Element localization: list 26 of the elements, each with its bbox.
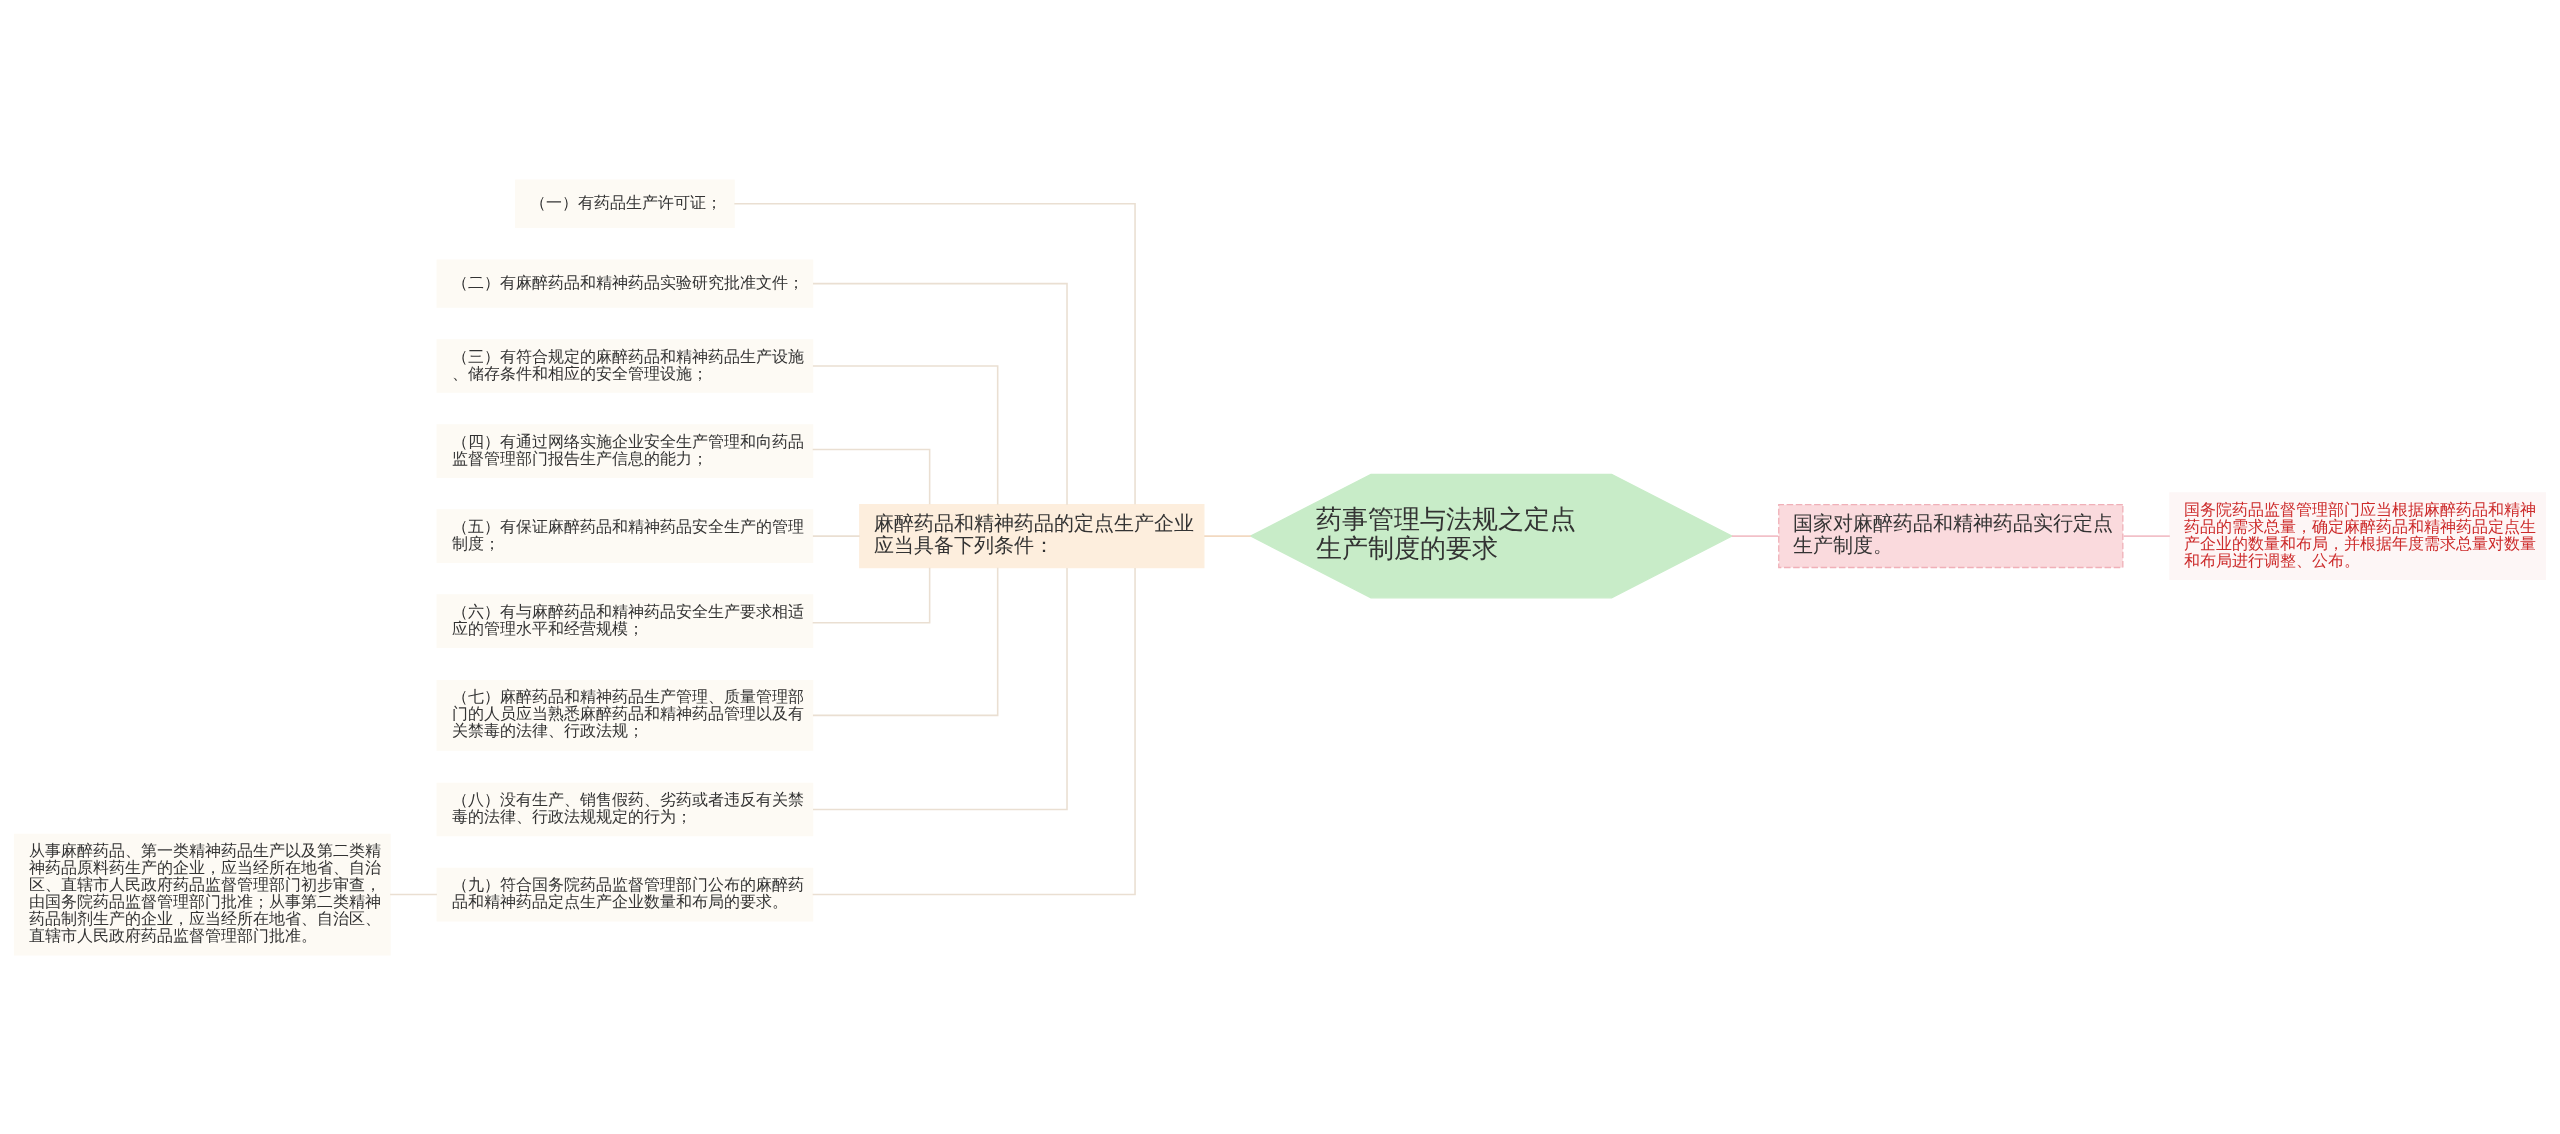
connector <box>812 566 1068 810</box>
connector <box>2122 534 2171 537</box>
node-box: 国务院药品监督管理部门应当根据麻醉药品和精神药品的需求总量，确定麻醉药品和精神药品定点生产企业的数量和布局，并根据年度需求总量对数量和布局进行调整、公布。 <box>2169 491 2547 580</box>
node-box: （八）没有生产、销售假药、劣药或者违反有关禁毒的法律、行政法规规定的行为； <box>436 782 814 836</box>
node-box: （六）有与麻醉药品和精神药品安全生产要求相适应的管理水平和经营规模； <box>436 593 814 648</box>
connector <box>389 893 438 895</box>
connector <box>1731 534 1779 537</box>
connector <box>811 448 931 505</box>
connector <box>812 566 999 716</box>
connector <box>733 202 1136 505</box>
node-box: （一）有药品生产许可证； <box>515 179 735 228</box>
connector <box>812 282 1068 505</box>
connector <box>812 364 999 505</box>
node-box: （五）有保证麻醉药品和精神药品安全生产的管理制度； <box>436 508 814 563</box>
node-box: （七）麻醉药品和精神药品生产管理、质量管理部门的人员应当熟悉麻醉药品和精神药品管理以及有关禁毒的法律、行政法规； <box>436 679 814 751</box>
node-box: 国家对麻醉药品和精神药品实行定点生产制度。 <box>1778 503 2124 568</box>
node-box: 麻醉药品和精神药品的定点生产企业应当具备下列条件： <box>859 503 1205 568</box>
node-box: （二）有麻醉药品和精神药品实验研究批准文件； <box>436 258 814 308</box>
node-box: （四）有通过网络实施企业安全生产管理和向药品监督管理部门报告生产信息的能力； <box>436 423 814 478</box>
node-box: （三）有符合规定的麻醉药品和精神药品生产设施、储存条件和相应的安全管理设施； <box>436 338 814 393</box>
connector <box>1203 534 1252 537</box>
node-box: （九）符合国务院药品监督管理部门公布的麻醉药品和精神药品定点生产企业数量和布局的要求。 <box>436 867 814 921</box>
connector <box>811 566 1136 895</box>
connector <box>811 566 931 623</box>
connector <box>812 534 861 537</box>
node-box: 从事麻醉药品、第一类精神药品生产以及第二类精神药品原料药生产的企业，应当经所在地省、自治区、直辖市人民政府药品监督管理部门初步审查，由国务院药品监督管理部门批准；从事第二类精神药品制剂生产的企业，应当经所在地省、自治区、直辖市人民政府药品监督管理部门批准。 <box>13 833 391 955</box>
